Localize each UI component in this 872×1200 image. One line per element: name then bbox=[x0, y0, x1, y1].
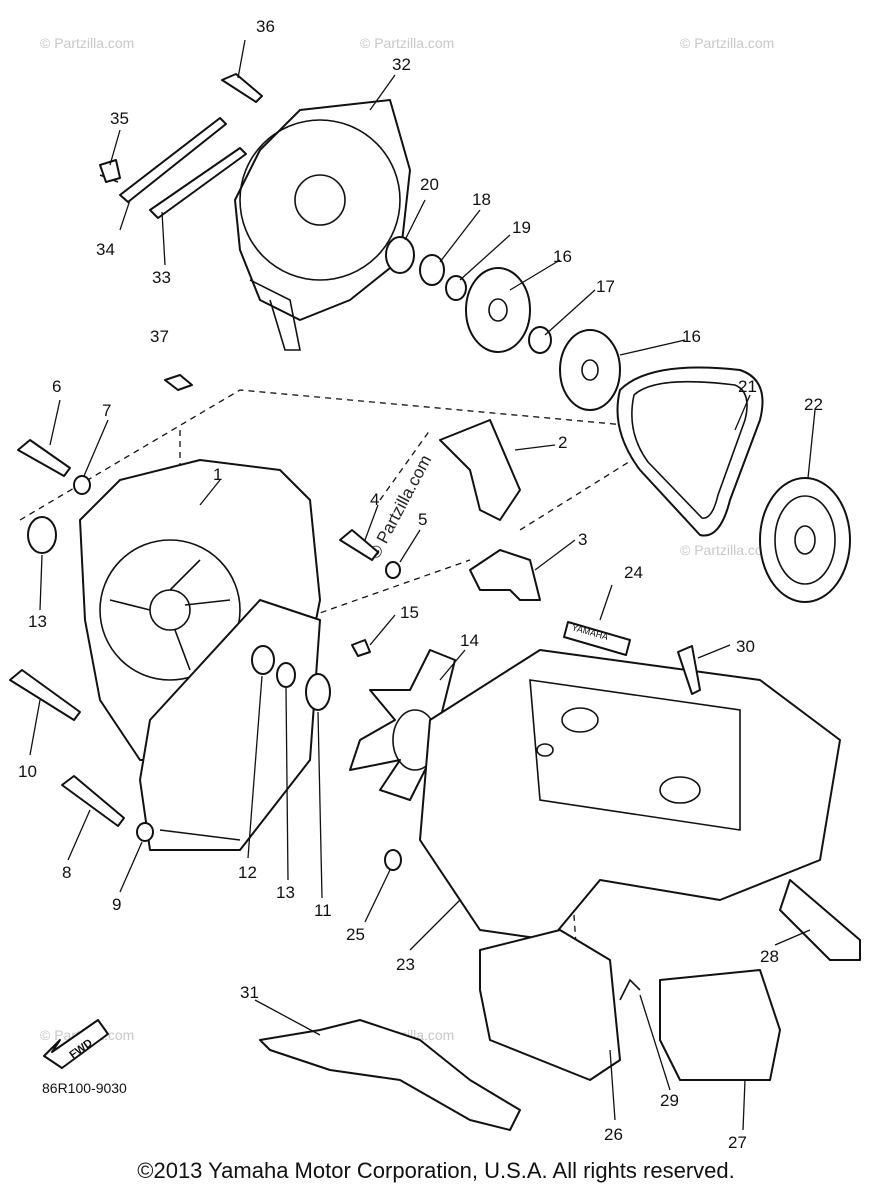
watermark: © Partzilla.com bbox=[40, 35, 134, 51]
callout-13b: 13 bbox=[276, 883, 295, 902]
bracket-strips bbox=[99, 117, 247, 219]
callout-19: 19 bbox=[512, 218, 531, 237]
callout-23: 23 bbox=[396, 955, 415, 974]
callout-10: 10 bbox=[18, 762, 37, 781]
callout-25: 25 bbox=[346, 925, 365, 944]
callout-11: 11 bbox=[314, 901, 332, 920]
callout-31: 31 bbox=[240, 983, 259, 1002]
callout-32: 32 bbox=[392, 55, 411, 74]
small-parts: YAMAHA bbox=[164, 374, 631, 656]
callout-30: 30 bbox=[736, 637, 755, 656]
yamaha-emblem: YAMAHA bbox=[563, 621, 631, 656]
callout-13: 13 bbox=[28, 612, 47, 631]
callout-4: 4 bbox=[370, 490, 379, 509]
bolt-10 bbox=[9, 669, 81, 721]
pin-15 bbox=[351, 639, 371, 657]
part-31 bbox=[259, 1019, 521, 1131]
pulley bbox=[759, 477, 851, 603]
callout-5: 5 bbox=[418, 510, 427, 529]
washer-9 bbox=[136, 822, 154, 842]
bolt-6 bbox=[17, 439, 71, 477]
callout-24: 24 bbox=[624, 563, 643, 582]
clip-25 bbox=[384, 849, 402, 871]
leader-lines bbox=[29, 39, 816, 1131]
bolt-36 bbox=[221, 73, 263, 103]
forward-arrow: FWD bbox=[43, 1019, 109, 1069]
callout-14: 14 bbox=[460, 631, 479, 650]
washer-7 bbox=[73, 475, 91, 495]
callout-27: 27 bbox=[728, 1133, 747, 1152]
callout-28: 28 bbox=[760, 947, 779, 966]
callout-15: 15 bbox=[400, 603, 419, 622]
cooling-shroud bbox=[419, 649, 841, 941]
callout-29: 29 bbox=[660, 1091, 679, 1110]
callout-18: 18 bbox=[472, 190, 491, 209]
callout-16b: 16 bbox=[682, 327, 701, 346]
fasteners bbox=[9, 159, 701, 871]
callout-8: 8 bbox=[62, 863, 71, 882]
callout-20: 20 bbox=[420, 175, 439, 194]
part-3 bbox=[469, 549, 541, 601]
fan-impeller bbox=[349, 649, 471, 801]
part-27 bbox=[659, 969, 781, 1081]
callout-numbers: 36 32 35 20 18 19 16 34 33 17 37 16 21 2… bbox=[18, 17, 823, 1152]
bearing-13 bbox=[27, 516, 57, 554]
washer-5 bbox=[385, 561, 401, 579]
callout-34: 34 bbox=[96, 240, 115, 259]
callout-16: 16 bbox=[553, 247, 572, 266]
callout-7: 7 bbox=[102, 401, 111, 420]
drive-belt bbox=[616, 366, 764, 537]
part-2 bbox=[439, 419, 521, 521]
part-29 bbox=[619, 978, 641, 1001]
callout-35: 35 bbox=[110, 109, 129, 128]
seals bbox=[251, 645, 331, 711]
part-37 bbox=[164, 374, 193, 391]
copyright-notice: ©2013 Yamaha Motor Corporation, U.S.A. A… bbox=[137, 1158, 735, 1183]
upper-fan-cover bbox=[234, 99, 411, 351]
part-28 bbox=[779, 879, 861, 961]
callout-2: 2 bbox=[558, 433, 567, 452]
callout-22: 22 bbox=[804, 395, 823, 414]
callout-33: 33 bbox=[152, 268, 171, 287]
callout-37: 37 bbox=[150, 327, 169, 346]
bolt-30 bbox=[677, 645, 701, 695]
callout-6: 6 bbox=[52, 377, 61, 396]
bolt-8 bbox=[61, 775, 125, 827]
callout-26: 26 bbox=[604, 1125, 623, 1144]
lower-parts bbox=[259, 879, 861, 1131]
drawing-number: 86R100-9030 bbox=[42, 1080, 127, 1096]
callout-21: 21 bbox=[738, 377, 757, 396]
callout-36: 36 bbox=[256, 17, 275, 36]
callout-12: 12 bbox=[238, 863, 257, 882]
rear-plate bbox=[139, 599, 321, 851]
bolt-4 bbox=[339, 529, 379, 561]
spacer-washers bbox=[385, 236, 621, 411]
callout-17: 17 bbox=[596, 277, 615, 296]
watermark: © Partzilla.com bbox=[360, 35, 454, 51]
callout-3: 3 bbox=[578, 530, 587, 549]
watermark: © Partzilla.com bbox=[680, 35, 774, 51]
callout-1: 1 bbox=[213, 465, 222, 484]
callout-9: 9 bbox=[112, 895, 121, 914]
watermark: © Partzilla.com bbox=[680, 542, 774, 558]
part-26 bbox=[479, 929, 621, 1081]
